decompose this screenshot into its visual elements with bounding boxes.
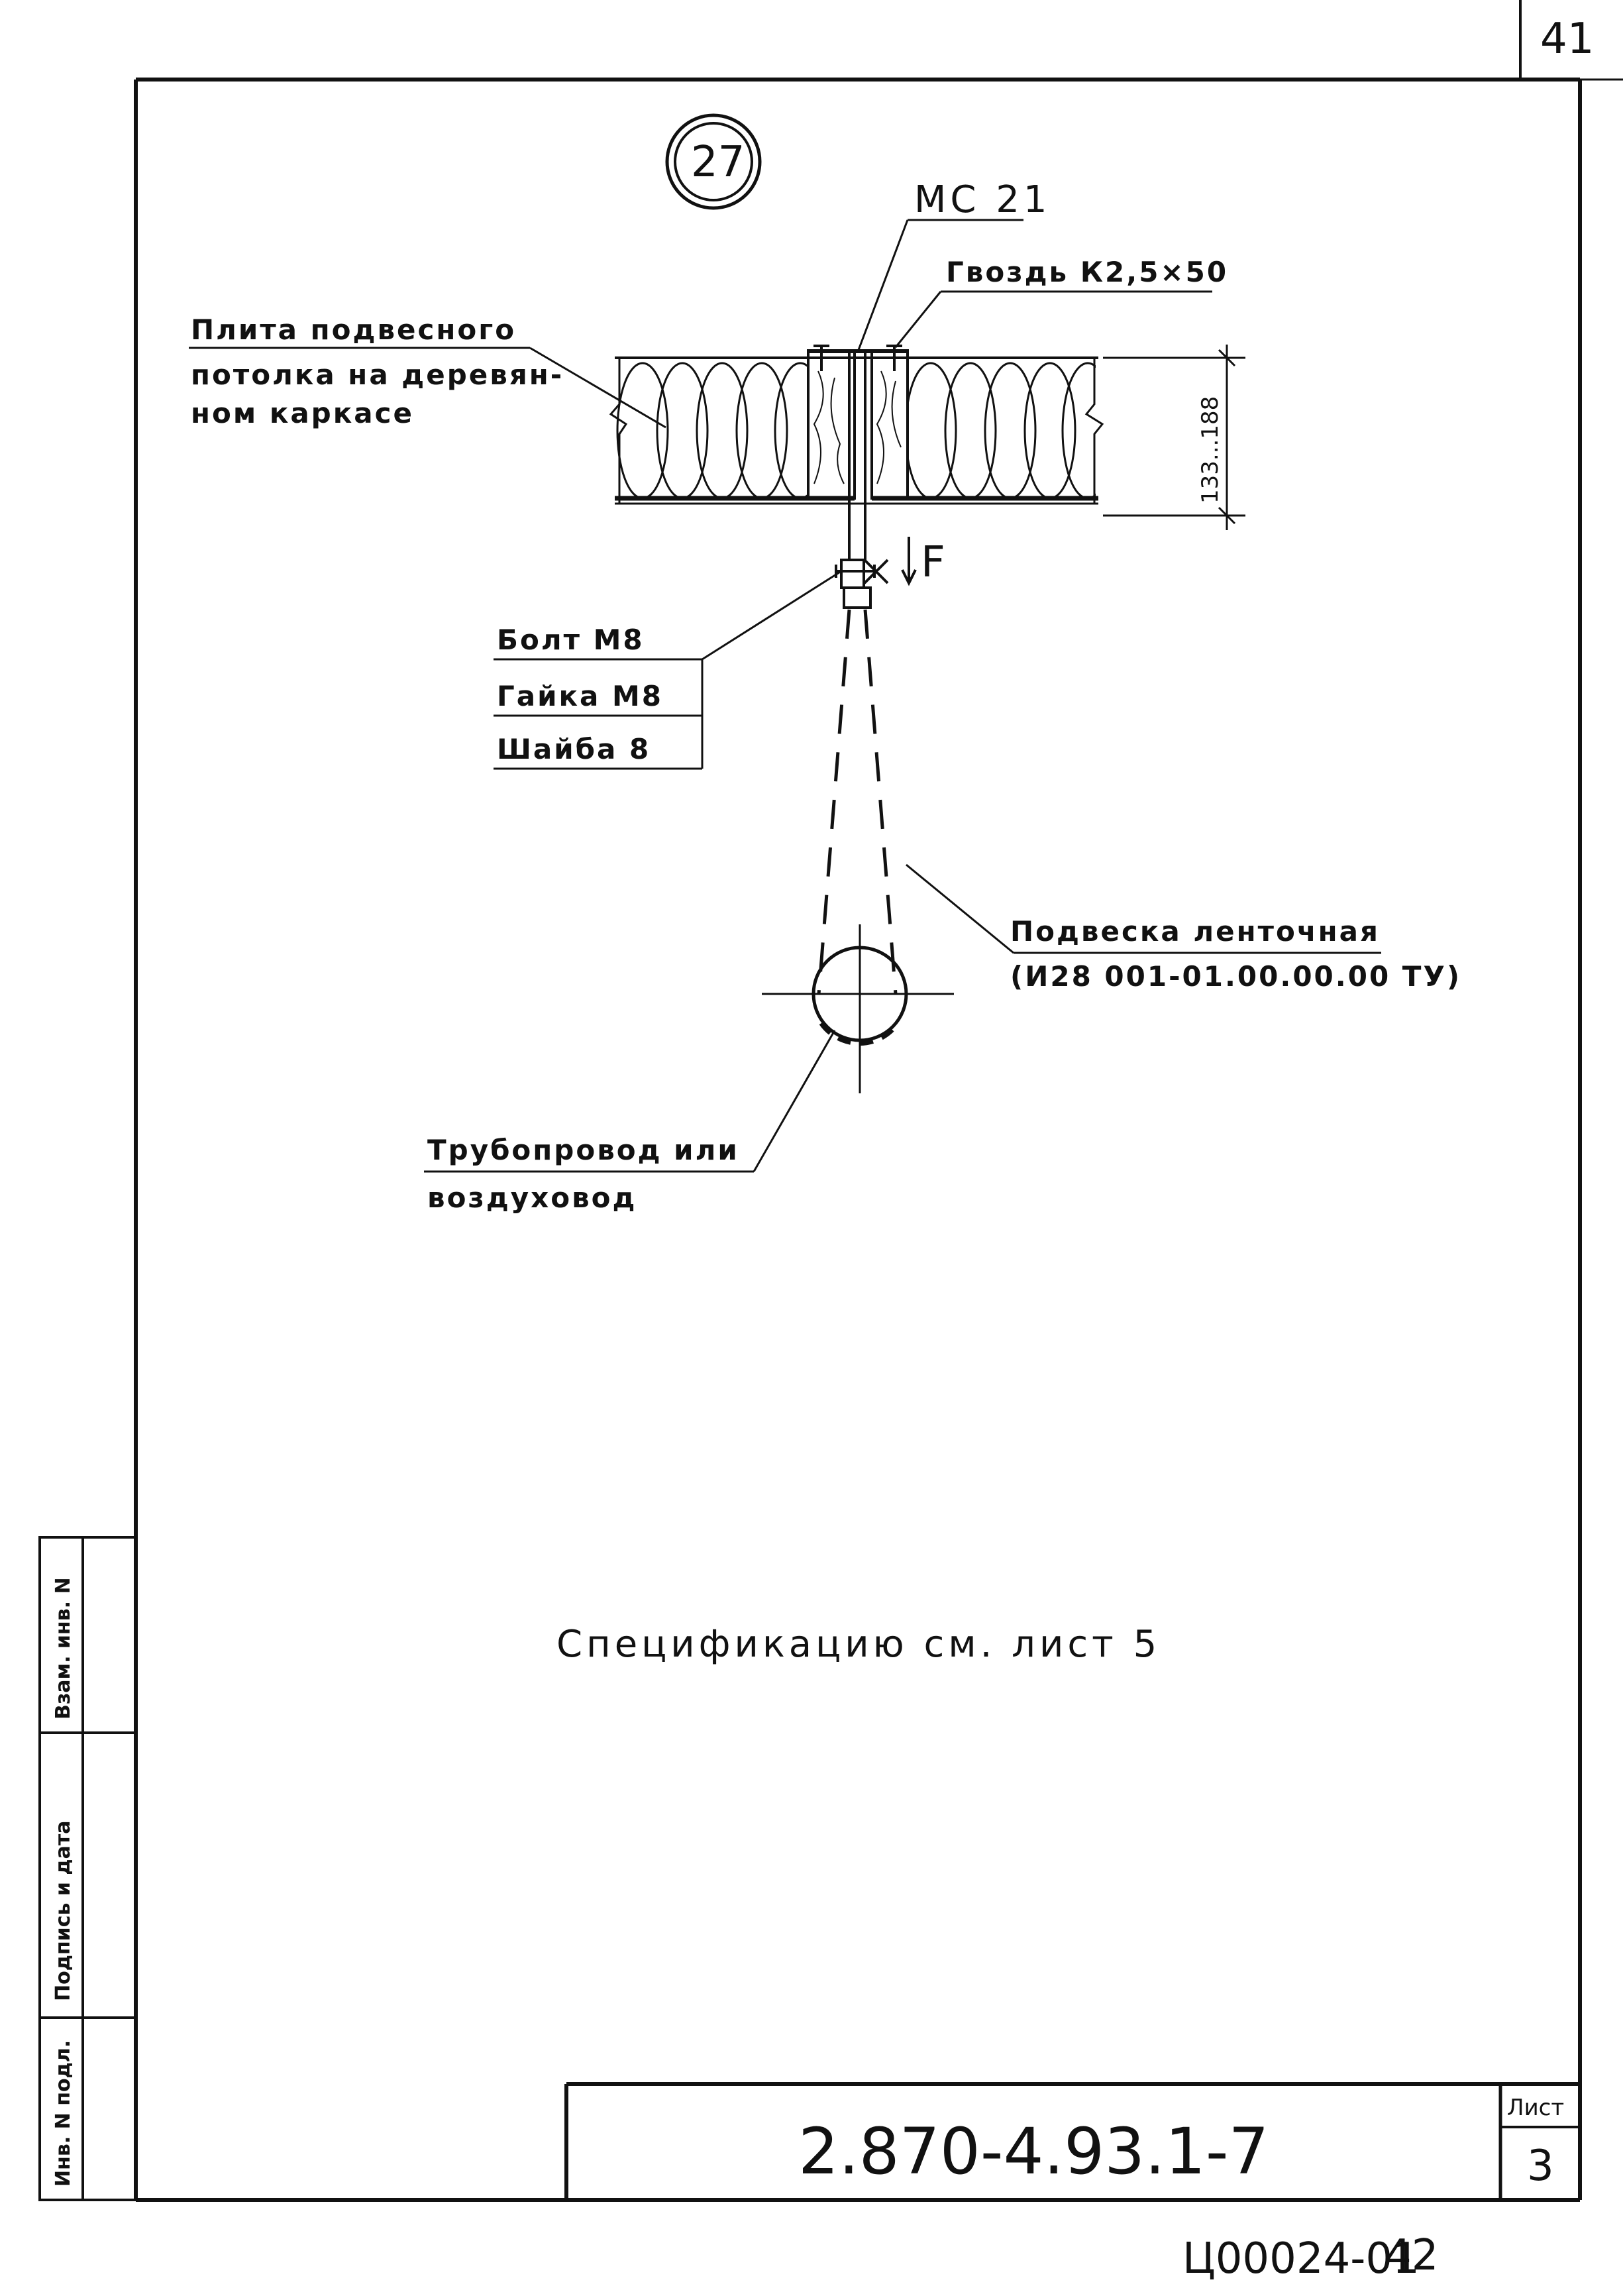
title-block [564,2082,1580,2200]
label-mc21: МС 21 [914,178,1051,221]
label-bolt: Болт М8 [497,624,645,656]
label-nut: Гайка М8 [497,680,663,712]
leader-lines [189,219,1381,1173]
footer-code: Ц00024-01 [1182,2234,1420,2283]
side-stamp-signature: Подпись и дата [52,1821,75,2001]
side-stamp [38,1536,137,2201]
band-hanger [817,609,898,995]
detail-number: 27 [691,138,745,187]
label-pipe-line1: Трубопровод или [427,1134,739,1166]
side-stamp-inv-podl: Инв. N подл. [52,2040,75,2187]
sheet-label: Лист [1507,2095,1564,2121]
doc-code: 2.870-4.93.1-7 [798,2114,1269,2189]
dimension-line [1103,345,1245,530]
label-washer: Шайба 8 [497,733,651,765]
detail-marker [665,113,762,210]
label-plate-line3: ном каркасе [191,397,414,429]
sheet-number: 3 [1527,2142,1554,2191]
label-plate-line2: потолка на деревян- [191,358,564,391]
force-label: F [921,538,945,587]
label-hanger-line1: Подвеска ленточная [1010,915,1380,948]
footer-page: 42 [1385,2231,1438,2280]
page-corner-number: 41 [1540,15,1594,64]
side-stamp-vzam-inv: Взам. инв. N [52,1577,75,1720]
pipe [762,924,954,1093]
label-nail: Гвоздь К2,5×50 [946,256,1228,288]
label-plate-line1: Плита подвесного [191,313,516,346]
label-pipe-line2: воздуховод [427,1181,637,1214]
bolt-assembly [835,537,917,609]
spec-note: Спецификацию см. лист 5 [556,1623,1161,1666]
label-hanger-line2: (И28 001-01.00.00.00 ТУ) [1010,960,1461,993]
dimension-value: 133...188 [1197,396,1224,504]
ceiling-panel [609,345,1104,560]
